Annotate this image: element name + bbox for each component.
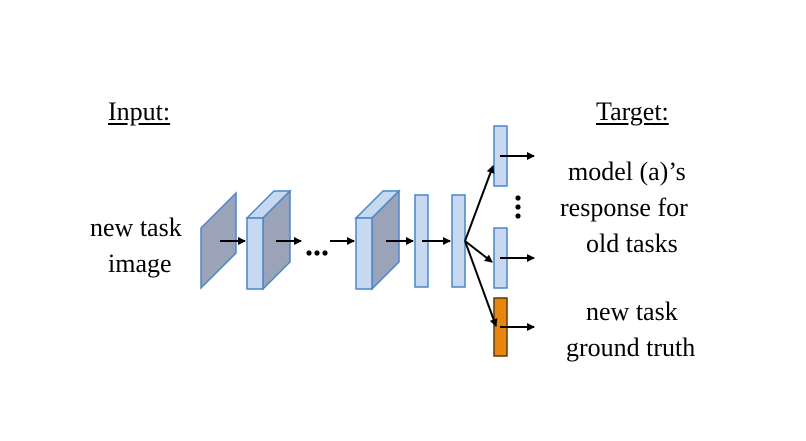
fc-layer-2	[451, 194, 466, 288]
old-task-target-line3: old tasks	[586, 229, 678, 258]
target-heading: Target:	[596, 97, 669, 126]
new-task-target-line1: new task	[586, 297, 678, 326]
arrow-fc2-to-head1	[464, 165, 495, 242]
input-heading: Input:	[108, 97, 171, 126]
layer-ellipsis	[306, 250, 328, 256]
input-label-line1: new task	[90, 213, 182, 242]
arrow-fc2-to-head2	[464, 240, 493, 263]
input-label-line2: image	[108, 249, 172, 278]
new-task-target-line2: ground truth	[566, 333, 696, 362]
old-task-target-line1: model (a)’s	[568, 157, 686, 186]
arrow-fc2-to-newhead	[464, 240, 498, 327]
old-task-target-line2: response for	[560, 193, 688, 222]
arrows	[220, 152, 535, 331]
conv-layer-2	[354, 189, 401, 291]
heads-ellipsis	[515, 195, 521, 219]
input-image-plane	[200, 191, 237, 290]
